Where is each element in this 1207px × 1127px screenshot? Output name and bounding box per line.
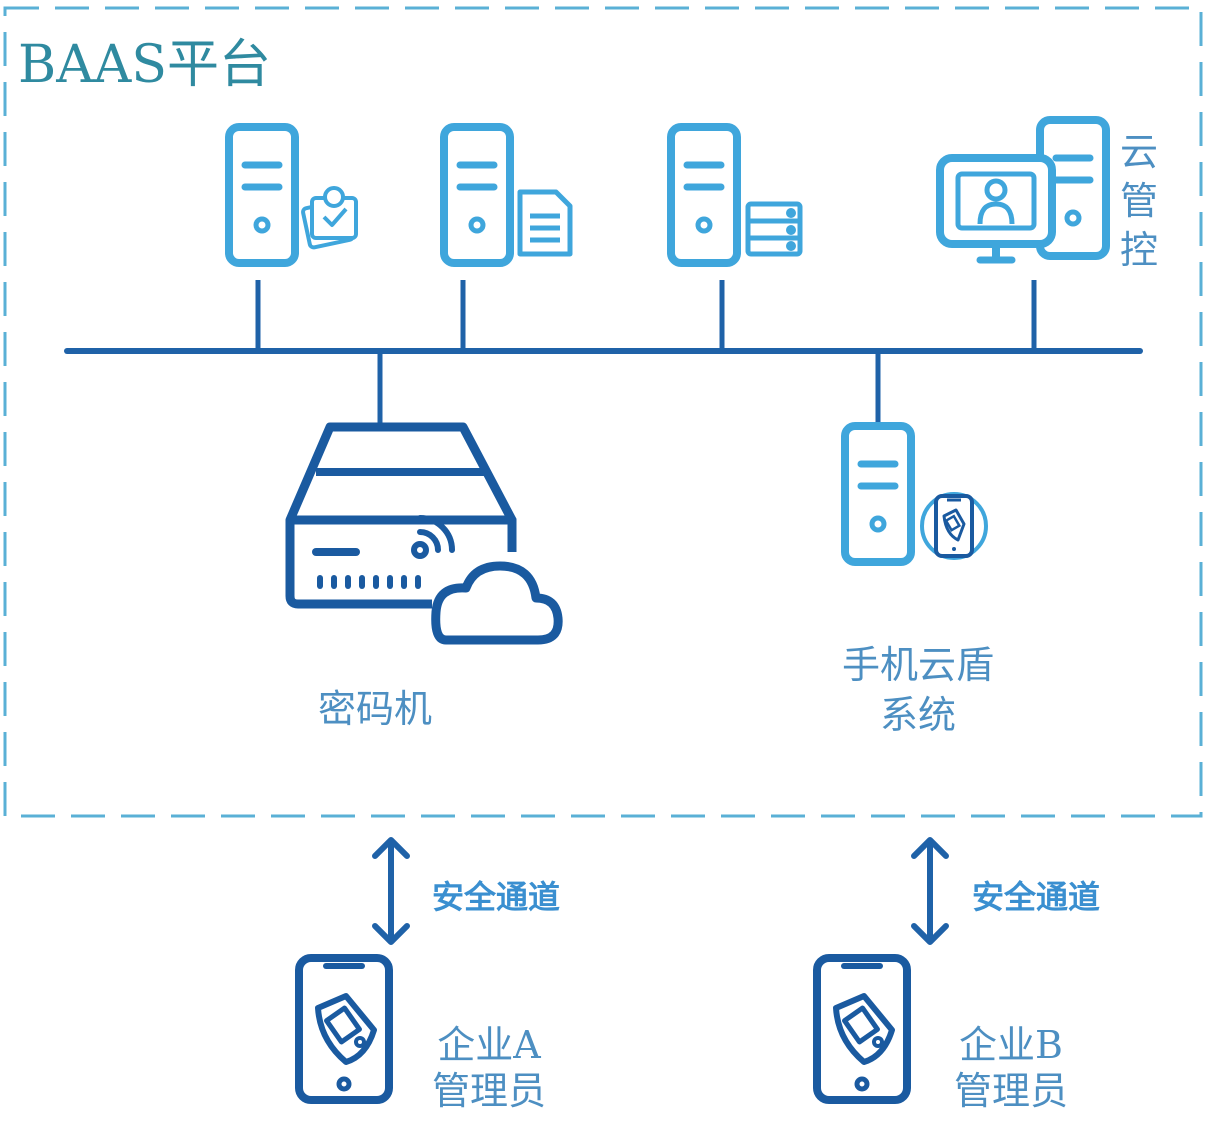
platform-boundary [3, 6, 1203, 818]
admin-b-label-line2: 管理员 [953, 1069, 1068, 1113]
secure-channel-label-b: 安全通道 [972, 878, 1101, 916]
mobile-shield-server [845, 426, 988, 562]
bus-connectors [255, 280, 1037, 426]
mobile-shield-label-line1: 手机云盾 [841, 643, 994, 687]
secure-channel-label-a: 安全通道 [432, 878, 561, 916]
secure-channel-arrow-b [911, 837, 949, 945]
admin-b-label: 企业B 管理员 [945, 1022, 1077, 1114]
crypto-machine-icon [285, 422, 563, 645]
secure-channel-arrow-a [372, 837, 410, 945]
admin-a-phone-icon [295, 954, 393, 1104]
cloud-control-label: 云 管 控 [1117, 128, 1161, 275]
server-document [444, 127, 573, 263]
cloud-console [936, 120, 1106, 264]
cloud-control-char: 管 [1119, 179, 1158, 223]
certificate-icon [301, 186, 358, 250]
crypto-machine-label: 密码机 [318, 687, 433, 731]
admin-a-label-line2: 管理员 [431, 1069, 546, 1113]
admin-b-phone-icon [813, 954, 911, 1104]
server-certificate [229, 127, 358, 263]
admin-a-label-line1: 企业A [437, 1023, 541, 1067]
phone-shield-icon [920, 492, 988, 560]
cloud-control-char: 控 [1119, 228, 1158, 272]
platform-title: BAAS平台 [18, 35, 271, 95]
database-icon [745, 201, 803, 257]
admin-b-label-line1: 企业B [959, 1023, 1063, 1067]
mobile-shield-label-line2: 系统 [879, 693, 956, 737]
server-database [671, 127, 803, 263]
cloud-control-char: 云 [1119, 130, 1158, 174]
mobile-shield-label: 手机云盾 系统 [828, 640, 1008, 740]
cloud-icon [431, 561, 563, 645]
monitor-user-icon [936, 154, 1056, 264]
admin-a-label: 企业A 管理员 [424, 1022, 554, 1114]
document-icon [517, 189, 573, 257]
